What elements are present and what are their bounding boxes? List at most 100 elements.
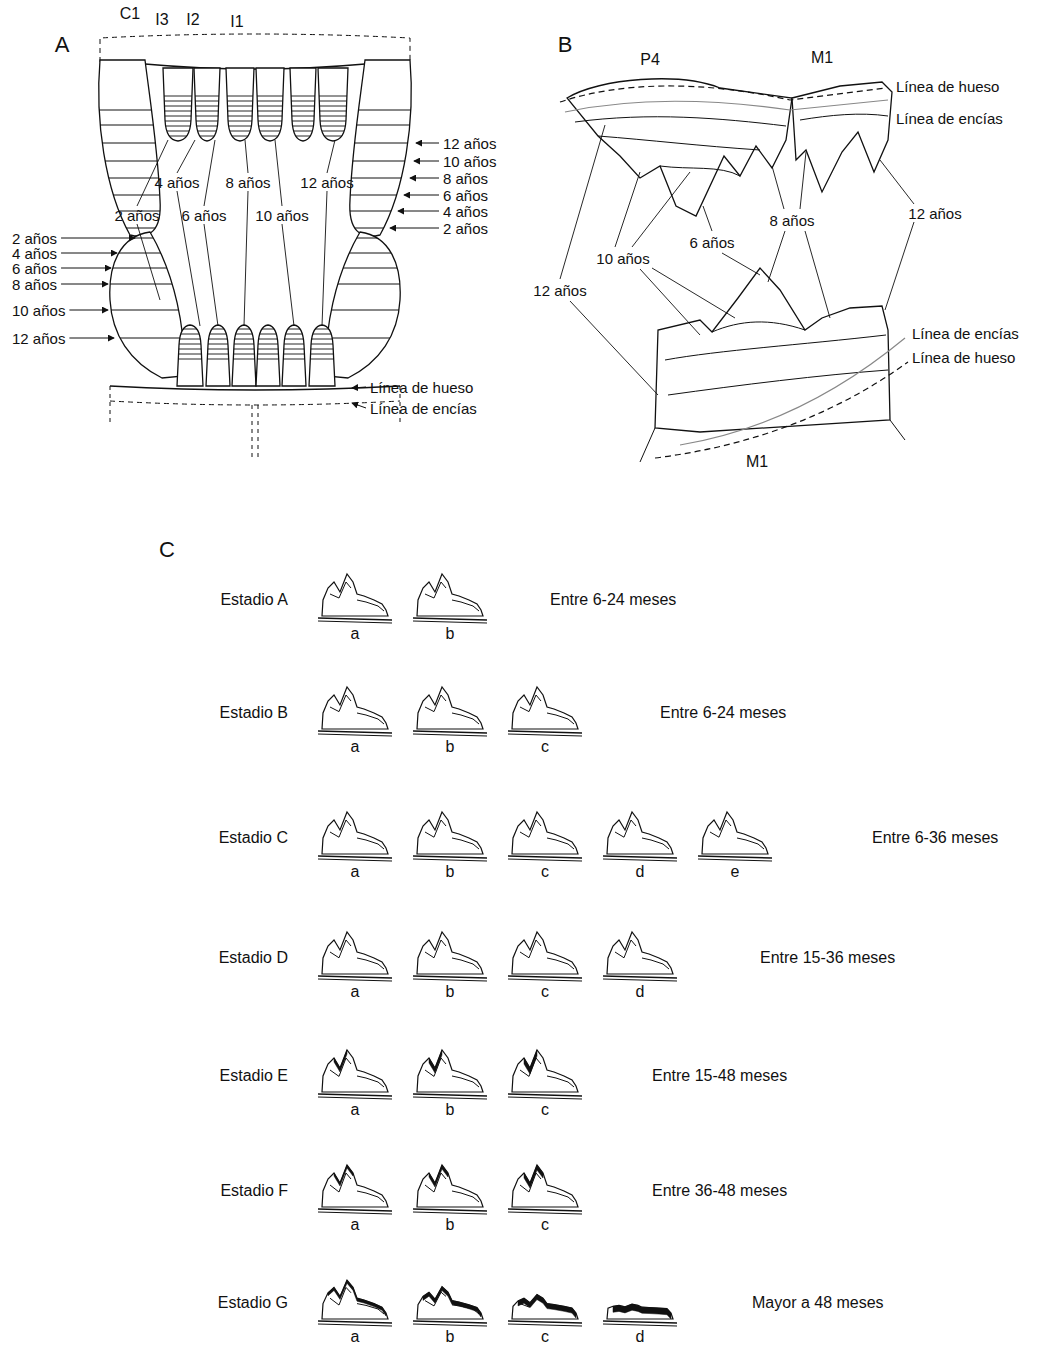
enamel-fold bbox=[330, 695, 351, 712]
enamel-line bbox=[547, 713, 574, 724]
age-arrows bbox=[61, 143, 439, 408]
incisor-wear-band bbox=[280, 339, 308, 340]
age-label: 6 años bbox=[689, 235, 734, 250]
enamel-line bbox=[547, 1191, 574, 1202]
incisor-wear-band bbox=[161, 96, 195, 97]
gum-line bbox=[508, 976, 582, 978]
incisor-wear-band bbox=[254, 121, 286, 122]
wear-line bbox=[575, 117, 786, 126]
incisor-wear-band bbox=[230, 329, 258, 330]
incisor-wear-band bbox=[224, 116, 256, 117]
enamel-line bbox=[357, 713, 384, 724]
leader-line bbox=[632, 172, 690, 247]
line-label: Línea de hueso bbox=[912, 350, 1015, 365]
incisor-wear-band bbox=[224, 101, 256, 102]
panel-b-premolar-molar bbox=[560, 79, 914, 462]
gum-line bbox=[603, 1321, 677, 1323]
gum-line bbox=[508, 856, 582, 858]
jaw-outline bbox=[640, 420, 905, 462]
age-arrow bbox=[61, 238, 135, 239]
age-label: 12 años bbox=[443, 136, 496, 151]
incisor-wear-band bbox=[192, 136, 222, 137]
bone-line bbox=[318, 1212, 392, 1214]
leader-line bbox=[322, 191, 327, 326]
age-arrow bbox=[414, 161, 439, 162]
root-outline bbox=[110, 386, 400, 460]
incisor-wear-band bbox=[192, 121, 222, 122]
gum-line bbox=[318, 618, 392, 620]
incisor-wear-band bbox=[288, 136, 318, 137]
incisor-wear-band bbox=[316, 121, 350, 122]
incisor-wear-band bbox=[280, 354, 308, 355]
enamel-fold bbox=[615, 820, 636, 837]
bone-line bbox=[110, 386, 400, 390]
specimen-letter: b bbox=[446, 1329, 455, 1345]
age-label: 6 años bbox=[443, 188, 488, 203]
incisor-wear-band bbox=[230, 339, 258, 340]
incisor-wear-band bbox=[161, 121, 195, 122]
bone-line bbox=[603, 859, 677, 861]
enamel-fold bbox=[425, 820, 446, 837]
line-arrow bbox=[352, 403, 366, 408]
panel-letter: A bbox=[55, 34, 70, 56]
gum-line bbox=[508, 1321, 582, 1323]
leader-line bbox=[768, 231, 785, 282]
molar-specimen bbox=[413, 1287, 487, 1326]
line-label: Línea de encías bbox=[370, 401, 477, 416]
canine-wear-band bbox=[315, 310, 410, 311]
incisor-wear-band bbox=[288, 101, 318, 102]
enamel-fold bbox=[710, 820, 731, 837]
molar-outline bbox=[322, 687, 388, 729]
age-arrow bbox=[61, 268, 111, 269]
incisor-wear-band bbox=[254, 101, 286, 102]
leader-line bbox=[204, 224, 218, 326]
enamel-line bbox=[737, 838, 764, 849]
bone-line bbox=[413, 734, 487, 736]
incisor-wear-band bbox=[192, 126, 222, 127]
molar-outline bbox=[322, 1050, 388, 1092]
incisor-wear-band bbox=[316, 116, 350, 117]
incisor-wear-band bbox=[280, 359, 308, 360]
wear-facet bbox=[429, 1165, 448, 1187]
leader-line bbox=[204, 140, 215, 206]
molar-outline bbox=[512, 1050, 578, 1092]
enamel-fold bbox=[520, 820, 541, 837]
lower-canine bbox=[326, 232, 400, 378]
incisor-wear-band bbox=[316, 96, 350, 97]
incisor-wear-band bbox=[307, 354, 337, 355]
age-arrow bbox=[69, 310, 108, 311]
enamel-line bbox=[357, 838, 384, 849]
molar-specimen bbox=[603, 1304, 677, 1326]
age-range: Entre 6-36 meses bbox=[872, 830, 998, 846]
specimen-letter: b bbox=[446, 626, 455, 642]
gum-line bbox=[565, 100, 888, 112]
incisor-wear-band bbox=[192, 111, 222, 112]
tooth-name: I3 bbox=[155, 12, 168, 28]
specimen-letter: a bbox=[351, 1329, 360, 1345]
incisor-wear-band bbox=[288, 111, 318, 112]
incisor-wear-band bbox=[254, 136, 286, 137]
canine-wear-band bbox=[315, 253, 410, 254]
canine-wear-band bbox=[90, 125, 170, 126]
age-label: 12 años bbox=[300, 175, 353, 190]
bone-line bbox=[318, 621, 392, 623]
incisor-wear-band bbox=[254, 339, 282, 340]
age-label: 2 años bbox=[12, 231, 57, 246]
age-label: 4 años bbox=[154, 175, 199, 190]
leader-line bbox=[177, 140, 195, 173]
canine-wear-band bbox=[100, 310, 195, 311]
molar-specimen bbox=[508, 1165, 582, 1214]
leader-line bbox=[137, 140, 168, 206]
upper-canine bbox=[99, 60, 160, 236]
molar-specimen bbox=[318, 574, 392, 623]
incisor-wear-band bbox=[175, 344, 205, 345]
molar-specimen bbox=[508, 687, 582, 736]
bone-line bbox=[655, 362, 908, 458]
age-arrow bbox=[398, 211, 439, 212]
incisor-wear-band bbox=[175, 339, 205, 340]
stage-label: Estadio C bbox=[219, 830, 288, 846]
incisor-wear-band bbox=[224, 126, 256, 127]
molar-specimen bbox=[508, 1050, 582, 1099]
molar-outline bbox=[417, 574, 483, 616]
incisor-wear-band bbox=[230, 359, 258, 360]
